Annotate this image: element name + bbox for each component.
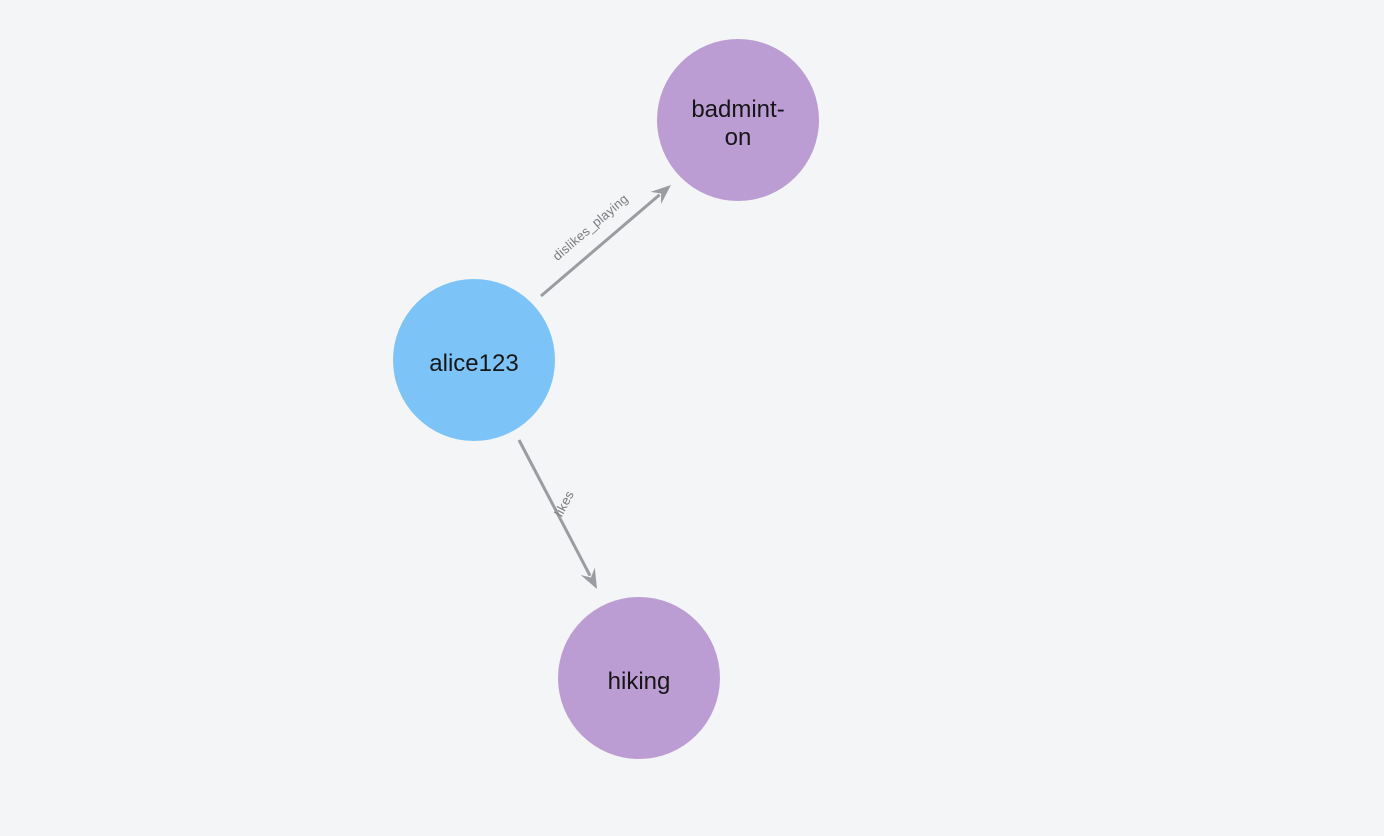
node-hiking-circle[interactable] [558,597,720,759]
edge-dislikes-playing-line [540,193,661,298]
edge-likes-line [517,439,592,577]
node-alice123-circle[interactable] [393,279,555,441]
node-badminton[interactable]: badmint-on [657,39,819,201]
edge-dislikes-playing[interactable]: dislikes_playing [540,185,671,298]
edge-likes-label: likes [551,488,577,519]
edge-likes-arrowhead [580,567,597,589]
node-alice123[interactable]: alice123 [393,279,555,441]
node-badminton-circle[interactable] [657,39,819,201]
node-layer: alice123 badmint-on hiking [393,39,819,759]
edge-likes[interactable]: likes [517,439,597,589]
edge-dislikes-playing-arrowhead [650,185,671,205]
node-hiking[interactable]: hiking [558,597,720,759]
